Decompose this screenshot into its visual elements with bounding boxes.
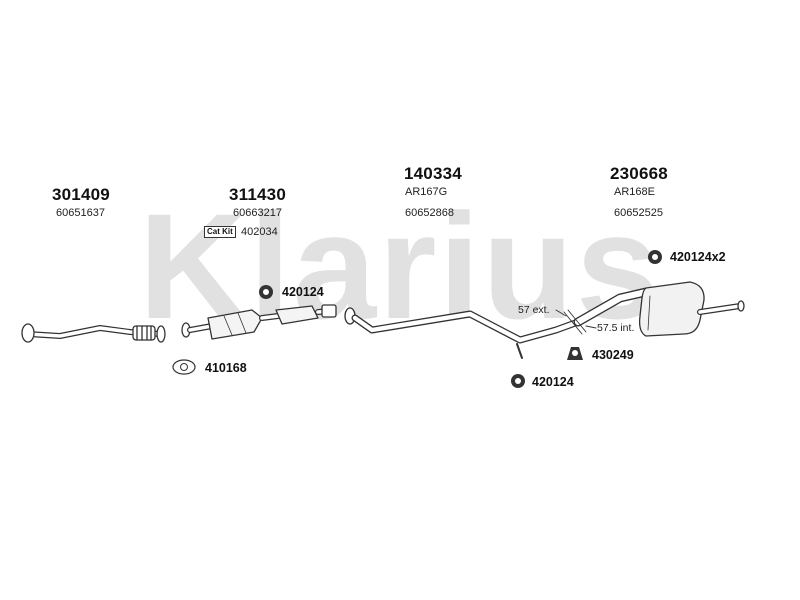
oem-ref-catalytic-converter: 60663217 — [233, 207, 282, 219]
accessory-label-clamp: 430249 — [592, 348, 634, 362]
part-number-catalytic-converter: 311430 — [229, 185, 286, 204]
cat-kit-number: 402034 — [241, 226, 278, 238]
oem-ref-a-middle-pipe: AR167G — [405, 186, 448, 198]
rubber-hanger-icon — [259, 285, 273, 299]
part-number-front-pipe: 301409 — [52, 185, 110, 204]
dimension-int-label: 57.5 int. — [597, 322, 635, 334]
part-number-middle-pipe: 140334 — [404, 164, 462, 183]
oem-ref-front-pipe: 60651637 — [56, 207, 105, 219]
oem-ref-a-rear-silencer: AR168E — [614, 186, 655, 198]
oem-ref-middle-pipe: 60652868 — [405, 207, 454, 219]
accessory-label-hanger-1: 420124 — [282, 285, 324, 299]
oem-ref-rear-silencer: 60652525 — [614, 207, 663, 219]
rubber-hanger-icon — [511, 374, 525, 388]
dimension-markers — [555, 309, 597, 335]
gasket-icon — [172, 359, 196, 375]
catalytic-converter — [181, 304, 337, 340]
rear-silencer — [573, 281, 745, 337]
cat-kit-badge: Cat Kit — [204, 226, 236, 238]
dimension-ext-label: 57 ext. — [518, 304, 550, 316]
middle-pipe — [344, 307, 582, 359]
accessory-label-hanger-2: 420124 — [532, 375, 574, 389]
rubber-hanger-icon — [648, 250, 662, 264]
accessory-label-gasket: 410168 — [205, 361, 247, 375]
accessory-label-hanger-3: 420124x2 — [670, 250, 726, 264]
part-number-rear-silencer: 230668 — [610, 164, 668, 183]
front-pipe — [21, 323, 166, 343]
clamp-icon — [567, 347, 583, 360]
